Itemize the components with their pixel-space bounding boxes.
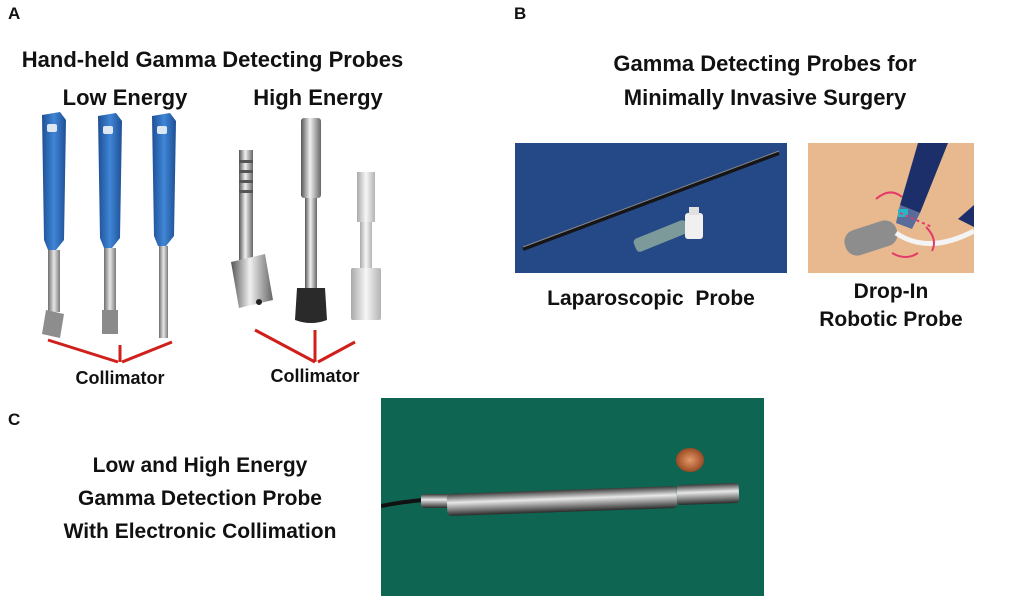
low-energy-probe-3 bbox=[152, 113, 176, 338]
high-energy-probe-1 bbox=[231, 150, 273, 308]
panel-c-line2: Gamma Detection Probe bbox=[78, 487, 322, 510]
laparoscopic-probe-label: Laparoscopic Probe bbox=[547, 287, 755, 310]
high-energy-label: High Energy bbox=[253, 85, 383, 110]
electronic-collimation-probe-photo bbox=[381, 398, 764, 596]
panel-a-title: Hand-held Gamma Detecting Probes bbox=[21, 47, 404, 72]
low-energy-probes-photo bbox=[42, 112, 176, 338]
panel-c-letter: C bbox=[8, 410, 21, 429]
panel-b-title-line2: Minimally Invasive Surgery bbox=[623, 85, 907, 110]
dropin-label-line1: Drop-In bbox=[853, 280, 929, 303]
collimator-pointer-lines bbox=[47, 328, 356, 364]
panel-b-title-line1: Gamma Detecting Probes for bbox=[613, 51, 917, 76]
panel-b-letter: B bbox=[514, 4, 527, 23]
dropin-robotic-probe-photo bbox=[808, 143, 974, 273]
collimator-label-right: Collimator bbox=[270, 366, 360, 386]
dropin-label-line2: Robotic Probe bbox=[819, 308, 963, 331]
high-energy-probe-2 bbox=[295, 118, 327, 323]
panel-c-line3: With Electronic Collimation bbox=[63, 520, 337, 543]
low-energy-probe-2 bbox=[98, 113, 122, 334]
low-energy-probe-1 bbox=[42, 112, 66, 338]
laparoscopic-probe-photo bbox=[515, 143, 787, 273]
collimator-label-left: Collimator bbox=[75, 368, 165, 388]
panel-a-letter: A bbox=[8, 4, 21, 23]
high-energy-probes-photo bbox=[231, 118, 381, 323]
panel-c-line1: Low and High Energy bbox=[92, 454, 308, 477]
low-energy-label: Low Energy bbox=[62, 85, 188, 110]
high-energy-probe-3 bbox=[351, 172, 381, 320]
